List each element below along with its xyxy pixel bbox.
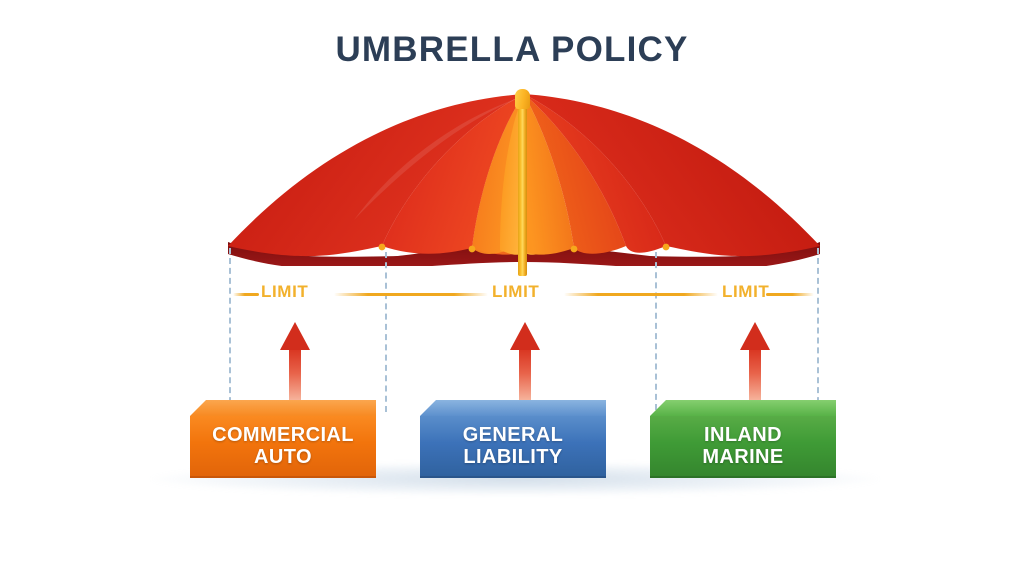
- umbrella-rib-tips: [378, 243, 670, 253]
- box-commercial-auto[interactable]: COMMERCIAL AUTO: [190, 400, 376, 478]
- guide-line-1: [229, 248, 231, 413]
- box-top-face: [650, 400, 836, 416]
- box-label-inland-marine: INLAND MARINE: [702, 423, 784, 468]
- arrow-head-icon: [740, 322, 770, 350]
- box-front-face: COMMERCIAL AUTO: [190, 416, 376, 478]
- umbrella-panels: [228, 94, 820, 257]
- limit-rule-left-stub: [233, 293, 259, 296]
- guide-line-2: [385, 252, 387, 412]
- box-label-commercial-auto: COMMERCIAL AUTO: [212, 423, 354, 468]
- arrow-head-icon: [280, 322, 310, 350]
- box-front-face: GENERAL LIABILITY: [420, 416, 606, 478]
- umbrella-illustration: [228, 94, 820, 266]
- limit-label-right: LIMIT: [722, 282, 770, 301]
- guide-line-3: [655, 252, 657, 410]
- arrow-head-icon: [510, 322, 540, 350]
- limit-rule-2: [564, 293, 718, 296]
- box-top-face: [190, 400, 376, 416]
- limit-rule-1: [334, 293, 488, 296]
- guide-line-4: [817, 248, 819, 413]
- box-label-general-liability: GENERAL LIABILITY: [462, 423, 564, 468]
- box-inland-marine[interactable]: INLAND MARINE: [650, 400, 836, 478]
- box-general-liability[interactable]: GENERAL LIABILITY: [420, 400, 606, 478]
- box-front-face: INLAND MARINE: [650, 416, 836, 478]
- umbrella-finial: [515, 89, 530, 109]
- limit-label-center: LIMIT: [492, 282, 540, 301]
- limit-label-left: LIMIT: [261, 282, 309, 301]
- umbrella-pole: [518, 96, 527, 276]
- limit-rule-right-stub: [766, 293, 814, 296]
- box-top-face: [420, 400, 606, 416]
- page-title: UMBRELLA POLICY: [335, 30, 689, 69]
